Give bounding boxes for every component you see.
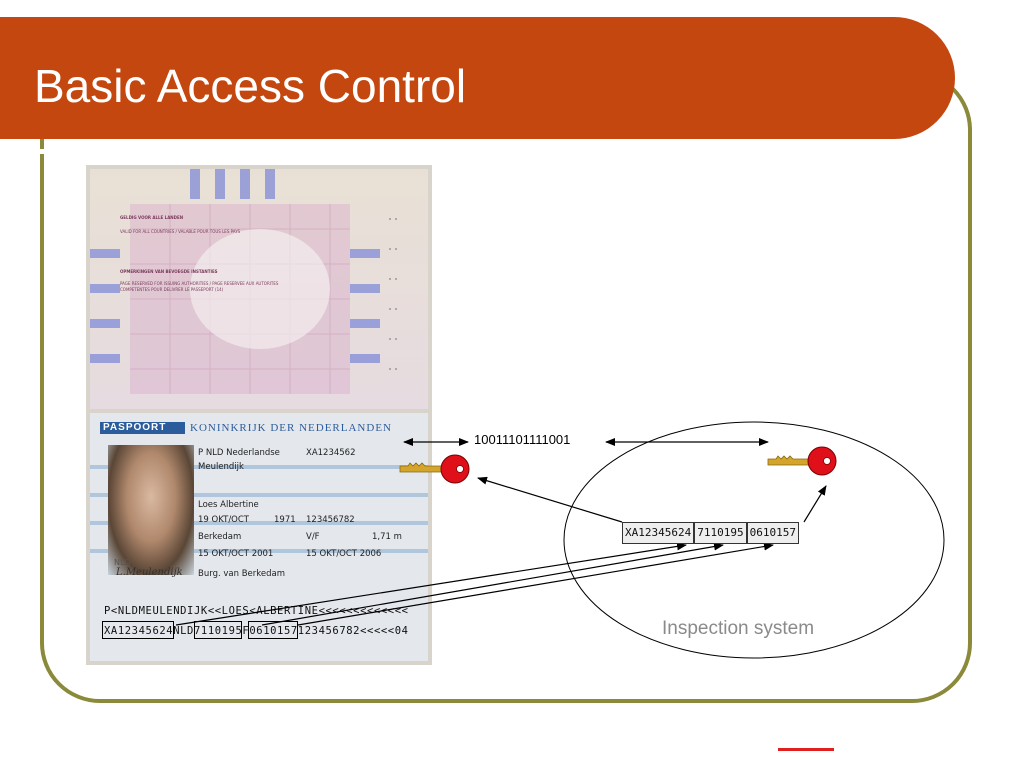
upper-text-2: VALID FOR ALL COUNTRIES / VALABLE POUR T… xyxy=(120,229,241,234)
mrz-highlight-birthdate xyxy=(194,621,242,639)
arrow-mrz-expiry xyxy=(297,542,774,626)
key-icon xyxy=(399,454,470,484)
mrz-line-2: XA12345624NLD7110195F0610157123456782<<<… xyxy=(104,625,409,637)
passport-upper-page: GELDIG VOOR ALLE LANDEN VALID FOR ALL CO… xyxy=(90,169,428,409)
title-bar: Basic Access Control xyxy=(0,17,955,154)
security-band xyxy=(90,521,428,525)
arrow-mrz-to-passport-key xyxy=(477,476,623,523)
mrz-part-expiry: 0610157 xyxy=(746,522,799,544)
mrz-highlight-expiry xyxy=(248,621,298,639)
field-height: 1,71 m xyxy=(372,532,402,542)
security-band xyxy=(90,549,428,553)
arrow-mrz-docnum xyxy=(175,542,687,626)
upper-text-3: OPMERKINGEN VAN BEVOEGDE INSTANTIES xyxy=(120,269,218,274)
holder-signature: L.Meulendijk xyxy=(116,567,183,578)
field-birth-year: 1971 xyxy=(274,515,296,525)
mrz-part-birthdate: 7110195 xyxy=(694,522,747,544)
security-band xyxy=(90,465,428,469)
arrow-mrz-birthdate xyxy=(261,542,724,626)
upper-text-4: PAGE RESERVED FOR ISSUING AUTHORITIES / … xyxy=(120,281,279,286)
slide-title: Basic Access Control xyxy=(34,60,467,112)
mrz-highlight-docnum xyxy=(102,621,174,639)
mrz-line-1: P<NLDMEULENDIJK<<LOES<ALBERTINE<<<<<<<<<… xyxy=(104,605,409,617)
upper-text-1: GELDIG VOOR ALLE LANDEN xyxy=(120,215,184,220)
corner-mark xyxy=(778,748,834,751)
inspection-system-boundary xyxy=(563,421,945,659)
field-doc-number: XA1234562 xyxy=(306,448,356,458)
security-pattern xyxy=(90,169,397,394)
field-surname: Meulendijk xyxy=(198,462,244,472)
field-issue-date: 15 OKT/OCT 2001 xyxy=(198,549,274,559)
field-given-names: Loes Albertine xyxy=(198,500,259,510)
passport-label: PASPOORT xyxy=(100,422,185,434)
security-band xyxy=(90,493,428,497)
photo-nationality: NLD xyxy=(114,558,131,567)
field-expiry-date: 15 OKT/OCT 2006 xyxy=(306,549,382,559)
inspection-mrz-strip: XA12345624 7110195 0610157 xyxy=(622,522,799,544)
field-personal-no: 123456782 xyxy=(306,515,355,525)
upper-text-5: COMPETENTES POUR DELIVRER LE PASSEPORT (… xyxy=(120,287,224,292)
field-birth-place: Berkedam xyxy=(198,532,242,542)
field-sex: V/F xyxy=(306,532,320,542)
title-underline xyxy=(0,149,905,154)
bitstring-label: 10011101111001 xyxy=(474,432,571,447)
arrow-mrz-to-reader-key xyxy=(803,485,827,523)
passport-country: KONINKRIJK DER NEDERLANDEN xyxy=(190,422,392,434)
passport-image: GELDIG VOOR ALLE LANDEN VALID FOR ALL CO… xyxy=(86,165,432,665)
holder-photo xyxy=(108,445,194,575)
field-authority: Burg. van Berkedam xyxy=(198,569,285,579)
field-birth-date: 19 OKT/OCT xyxy=(198,515,249,525)
key-icon xyxy=(767,446,837,476)
inspection-system-label: Inspection system xyxy=(662,618,815,639)
mrz-part-docnum: XA12345624 xyxy=(622,522,695,544)
field-type-code: P NLD Nederlandse xyxy=(198,448,280,458)
